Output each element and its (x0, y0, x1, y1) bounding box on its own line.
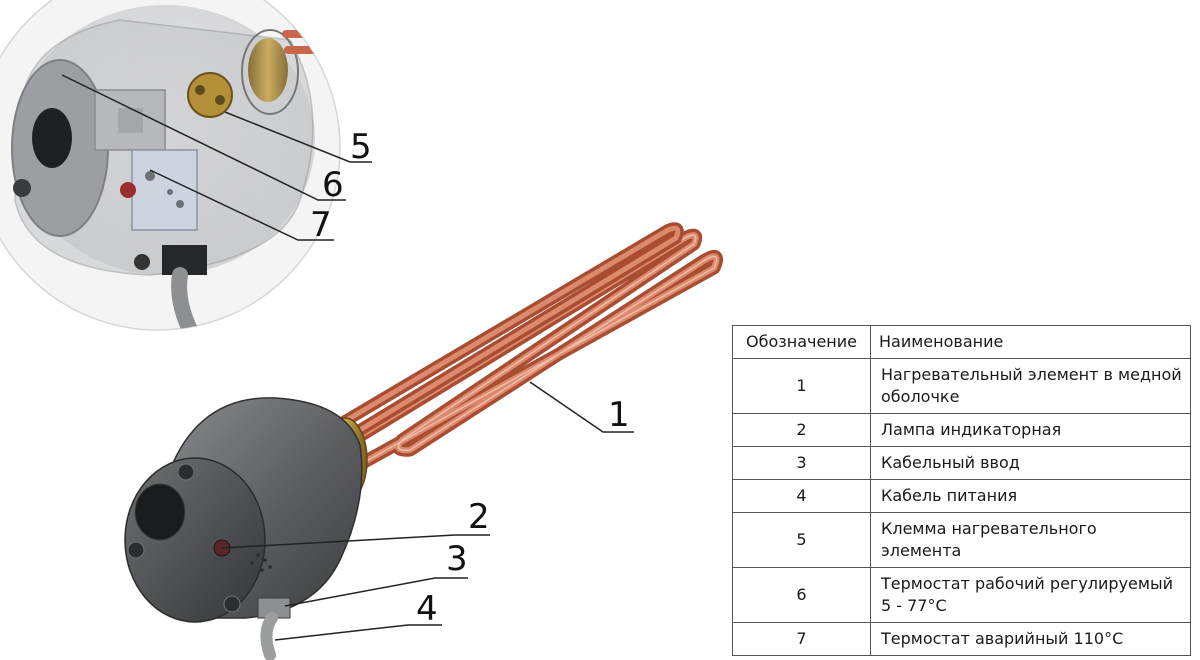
callout-1: 1 (608, 395, 630, 435)
row-code: 3 (732, 446, 871, 480)
row-code: 4 (732, 479, 871, 513)
row-code: 2 (732, 413, 871, 447)
row-code: 5 (732, 512, 871, 568)
front-cap (124, 457, 266, 623)
row-name: Нагревательный элемент в медной оболочке (870, 358, 1191, 414)
callout-5: 5 (350, 127, 372, 167)
callout-2: 2 (468, 497, 490, 537)
row-code: 7 (732, 622, 871, 656)
table-row: 1 Нагревательный элемент в медной оболоч… (732, 358, 1191, 414)
table-row: 2 Лампа индикаторная (732, 413, 1191, 447)
row-name: Кабель питания (870, 479, 1191, 513)
leader-line-7 (149, 169, 334, 241)
leader-line-3 (284, 577, 468, 607)
row-name: Лампа индикаторная (870, 413, 1191, 447)
callout-3: 3 (446, 539, 468, 579)
power-cable (260, 612, 278, 660)
table-row: 5 Клемма нагревательного элемента (732, 512, 1191, 568)
parts-table: Обозначение Наименование 1 Нагревательны… (732, 325, 1191, 656)
thermostat-knob (134, 483, 186, 541)
table-header-row: Обозначение Наименование (732, 325, 1191, 359)
row-name: Термостат рабочий регулируемый 5 - 77°C (870, 567, 1191, 623)
detail-view (0, 0, 372, 331)
row-code: 6 (732, 567, 871, 623)
heating-element (324, 222, 723, 477)
row-code: 1 (732, 358, 871, 414)
row-name: Термостат аварийный 110°C (870, 622, 1191, 656)
leader-line-5 (224, 111, 372, 163)
table-row: 3 Кабельный ввод (732, 446, 1191, 480)
column-header-name: Наименование (870, 325, 1191, 359)
main-view (124, 222, 723, 660)
leader-line-4 (274, 624, 442, 641)
leader-line-2 (221, 534, 490, 549)
callout-7: 7 (310, 205, 332, 245)
column-header-code: Обозначение (732, 325, 871, 359)
leader-line-1 (529, 381, 634, 433)
callout-4: 4 (416, 589, 438, 629)
table-row: 6 Термостат рабочий регулируемый 5 - 77°… (732, 567, 1191, 623)
row-name: Клемма нагревательного элемента (870, 512, 1191, 568)
callout-6: 6 (322, 165, 344, 205)
table-row: 7 Термостат аварийный 110°C (732, 622, 1191, 656)
row-name: Кабельный ввод (870, 446, 1191, 480)
leader-line-6 (61, 74, 346, 201)
table-row: 4 Кабель питания (732, 479, 1191, 513)
